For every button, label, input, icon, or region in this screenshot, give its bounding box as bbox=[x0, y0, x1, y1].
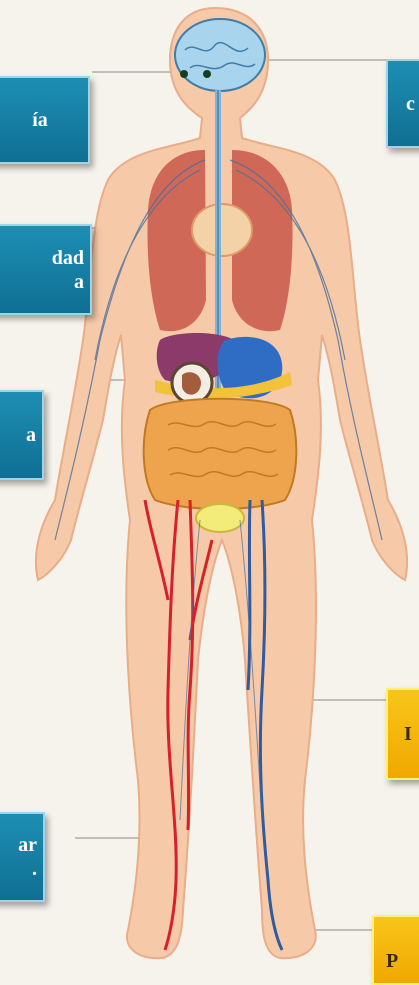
bladder bbox=[196, 504, 244, 532]
callout-left-stomach[interactable]: a bbox=[0, 390, 44, 480]
eye-left bbox=[180, 70, 188, 78]
callout-left-heart-line1: dad bbox=[52, 246, 84, 270]
brain bbox=[175, 19, 265, 91]
callout-left-heart-line2: a bbox=[52, 270, 84, 294]
callout-right-brain-label: c bbox=[406, 92, 415, 116]
heart bbox=[192, 204, 252, 256]
callout-left-brain[interactable]: ía bbox=[0, 76, 90, 164]
callout-right-brain[interactable]: c bbox=[386, 59, 419, 148]
callout-left-leg-line2: . bbox=[18, 857, 37, 881]
callout-right-foot-label: P bbox=[386, 949, 398, 973]
callout-right-foot[interactable]: P bbox=[372, 915, 419, 985]
callout-right-leg-label: I bbox=[404, 722, 412, 746]
callout-right-leg[interactable]: I bbox=[386, 688, 419, 780]
callout-left-heart[interactable]: dad a bbox=[0, 224, 92, 315]
callout-left-brain-label: ía bbox=[32, 108, 48, 132]
callout-left-leg-line1: ar bbox=[18, 833, 37, 857]
intestines bbox=[144, 399, 297, 509]
callout-left-leg[interactable]: ar . bbox=[0, 812, 45, 902]
magnifier-icon bbox=[172, 363, 212, 403]
eye-right bbox=[203, 70, 211, 78]
callout-left-stomach-label: a bbox=[26, 423, 36, 447]
